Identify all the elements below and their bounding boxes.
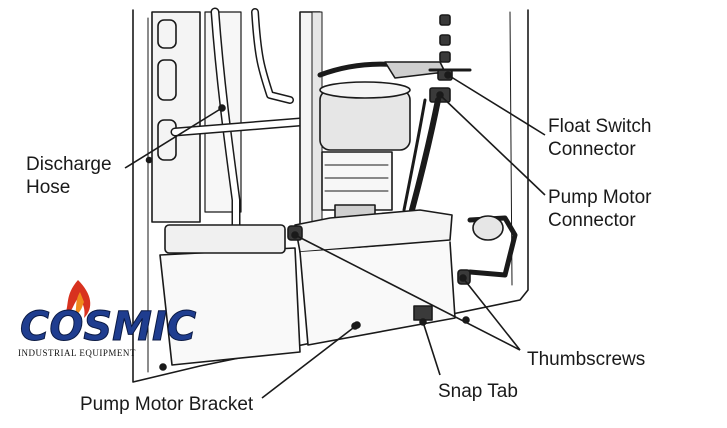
label-float-switch-connector: Float Switch Connector bbox=[548, 115, 651, 161]
logo-wordmark: COSMIC bbox=[20, 304, 196, 348]
logo-subtitle: INDUSTRIAL EQUIPMENT bbox=[18, 348, 136, 358]
leader-pump-bracket bbox=[261, 324, 358, 399]
cosmic-logo: COSMIC bbox=[14, 278, 214, 363]
label-pump-motor-line2: Connector bbox=[548, 210, 636, 231]
label-snap-tab: Snap Tab bbox=[438, 381, 518, 402]
label-pump-motor-line1: Pump Motor bbox=[548, 187, 652, 208]
leader-pump-motor bbox=[439, 94, 546, 196]
label-discharge-hose: Discharge Hose bbox=[26, 153, 112, 199]
leader-snap-tab bbox=[422, 321, 441, 376]
label-thumbscrews: Thumbscrews bbox=[527, 349, 646, 370]
label-discharge-hose-line1: Discharge bbox=[26, 154, 112, 175]
label-discharge-hose-line2: Hose bbox=[26, 177, 71, 198]
leader-thumbscrews-2 bbox=[462, 277, 521, 351]
label-float-switch-line1: Float Switch bbox=[548, 116, 652, 137]
label-pump-motor-connector: Pump Motor Connector bbox=[548, 186, 651, 232]
pump-motor bbox=[319, 89, 411, 151]
label-pump-motor-bracket: Pump Motor Bracket bbox=[80, 394, 254, 415]
leader-float-switch bbox=[447, 74, 546, 136]
leader-thumbscrews-1 bbox=[294, 234, 521, 351]
leader-discharge-hose bbox=[124, 107, 223, 169]
logo-mark: COSMIC bbox=[20, 280, 197, 351]
snap-tab-shape bbox=[413, 305, 433, 321]
label-float-switch-line2: Connector bbox=[548, 139, 636, 160]
